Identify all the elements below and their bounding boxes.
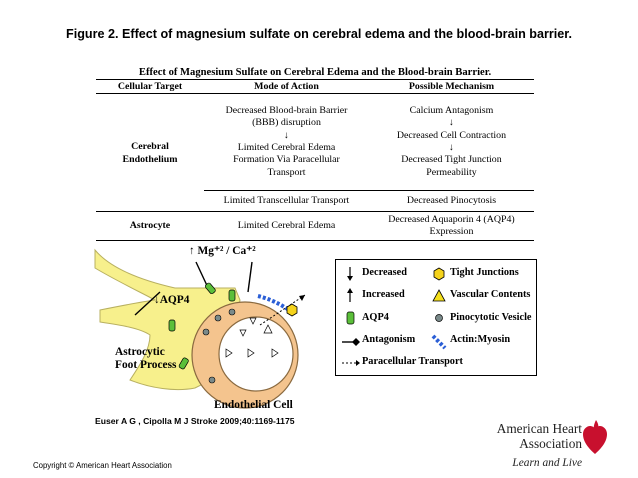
astrocyte-label: Foot Process <box>115 359 177 371</box>
vesicle-icon <box>208 376 216 384</box>
summary-table: Effect of Magnesium Sulfate on Cerebral … <box>96 66 534 241</box>
legend-antagonism: Antagonism <box>362 334 416 345</box>
legend: Decreased Increased AQP4 Antagonism Para… <box>335 259 537 376</box>
legend-vascular-contents: Vascular Contents <box>450 289 531 300</box>
action-cell: Decreased Blood-brain Barrier (BBB) disr… <box>204 94 369 191</box>
logo-tagline: Learn and Live <box>512 457 582 469</box>
vessel-lumen <box>218 316 294 392</box>
mechanism-cell: Decreased Pinocytosis <box>369 190 534 212</box>
legend-pinocytotic-vesicle: Pinocytotic Vesicle <box>450 312 532 323</box>
aqp4-icon <box>228 289 236 302</box>
col-header-target: Cellular Target <box>96 80 204 94</box>
heart-torch-icon <box>583 420 607 454</box>
astrocyte-label: Astrocytic <box>115 346 165 358</box>
paracellular-arrow <box>259 294 306 326</box>
mechanism-line: Decreased Aquaporin 4 (AQP4) <box>388 213 515 225</box>
mechanism-line: Expression <box>429 226 474 237</box>
table-row: Limited Transcellular Transport Decrease… <box>96 190 534 212</box>
tight-junction-icon <box>286 303 298 317</box>
action-cell: Limited Cerebral Edema <box>204 211 369 241</box>
vesicle-icon <box>214 314 222 322</box>
bbb-diagram <box>94 248 306 409</box>
table-title: Effect of Magnesium Sulfate on Cerebral … <box>96 66 534 80</box>
endothelial-cell-label: Endothelial Cell <box>214 399 293 411</box>
col-header-action: Mode of Action <box>204 80 369 94</box>
down-arrow: ↓ <box>449 142 454 153</box>
aqp4-icon <box>204 282 216 295</box>
aqp4-icon <box>178 357 189 370</box>
aha-logo: American Heart Association Learn and Liv… <box>478 418 608 474</box>
vesicle-icon <box>228 308 236 316</box>
logo-line-1: American Heart <box>496 421 582 436</box>
legend-aqp4: AQP4 <box>362 312 389 323</box>
action-line: Limited Cerebral Edema <box>237 142 336 153</box>
action-line: Decreased Blood-brain Barrier <box>225 104 348 116</box>
action-line: (BBB) disruption <box>252 117 321 129</box>
legend-icons <box>342 267 447 366</box>
ion-label: ↑ Mg⁺² / Ca⁺² <box>189 245 256 257</box>
logo-line-2: Association <box>519 436 582 451</box>
down-arrow: ↓ <box>284 129 289 141</box>
citation: Euser A G , Cipolla M J Stroke 2009;40:1… <box>95 416 295 426</box>
target-astrocyte: Astrocyte <box>96 211 204 241</box>
col-header-mechanism: Possible Mechanism <box>369 80 534 94</box>
mechanism-cell: Decreased Aquaporin 4 (AQP4) Expression <box>369 211 534 241</box>
legend-paracellular: Paracellular Transport <box>362 356 463 367</box>
mechanism-cell: Calcium Antagonism ↓ Decreased Cell Cont… <box>369 94 534 191</box>
legend-increased: Increased <box>362 289 405 300</box>
mechanism-line: Calcium Antagonism <box>409 104 494 116</box>
legend-actin-myosin: Actin:Myosin <box>450 334 511 345</box>
slide-title: Figure 2. Effect of magnesium sulfate on… <box>66 27 572 41</box>
action-line: Transport <box>267 166 306 178</box>
vesicle-icon <box>202 328 210 336</box>
legend-decreased: Decreased <box>362 267 407 278</box>
aqp4-label: ↓AQP4 <box>154 294 190 306</box>
target-cerebral-endothelium: Cerebral Endothelium <box>122 140 178 165</box>
table-row: Cerebral Endothelium Decreased Blood-bra… <box>96 94 534 191</box>
action-line: Formation Via Paracellular <box>233 154 340 166</box>
mechanism-line: Decreased Cell Contraction <box>396 129 507 141</box>
legend-tight-junctions: Tight Junctions <box>450 267 519 278</box>
copyright: Copyright © American Heart Association <box>33 461 172 470</box>
action-cell: Limited Transcellular Transport <box>204 190 369 212</box>
aqp4-icon <box>168 319 176 332</box>
table-row: Astrocyte Limited Cerebral Edema Decreas… <box>96 211 534 241</box>
down-arrow: ↓ <box>449 117 454 129</box>
mechanism-line: Decreased Tight Junction <box>401 154 502 166</box>
mechanism-line: Permeability <box>426 166 477 178</box>
